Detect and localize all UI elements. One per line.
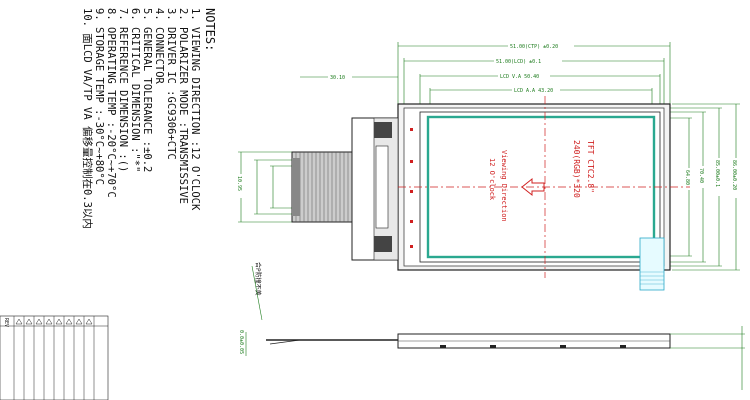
dim-label-bg [512,86,560,94]
side-view-marks [440,345,626,348]
note-5: 5. GENERAL TOLERANCE :±0.2 [141,8,153,172]
corner-tab-hatch [640,271,664,285]
dim-top-ctp: 51.00(CTP) ±0.20 [510,44,558,50]
notes-block: NOTES: 1. VIEWING DIRECTION :12 O'CLOCK … [81,8,217,229]
table-header: REV [3,318,9,327]
viewing-direction-label: Viewing Direction [500,150,508,222]
viewing-arrow-icon [521,177,545,197]
revision-triangle-icon [55,318,63,325]
fpc-tail [291,151,353,223]
revision-triangle-icon [85,318,93,325]
notes-title: NOTES: [203,8,217,51]
dim-connector: 10.95 [236,176,242,191]
connector-pad-bottom [374,236,392,252]
note-10: 10. 面LCD VA/TP VA 偏移量控制在0.3以内 [81,8,94,229]
connector-pad-top [374,122,392,138]
panel-model: TFT CTC2.8" [586,140,595,193]
panel-resolution: 240(RGB)*320 [572,140,581,198]
viewing-direction-value: 12 O'clock [488,158,496,201]
revision-triangle-icon [45,318,53,325]
note-1: 1. VIEWING DIRECTION :12 O'CLOCK [189,8,201,211]
tape-leader [251,265,263,321]
panel-label-group: TFT CTC2.8" 240(RGB)*320 [572,140,595,198]
fpc-stiffener [292,158,300,216]
revision-triangle-icon [25,318,33,325]
note-7: 7. REFERENCE DIMENSION :() [117,8,129,172]
dim-label-bg [508,42,574,50]
note-3: 3. DRIVER IC :GC9306+CTC [165,8,177,160]
side-dim-group: 0.0±0.05 [238,330,244,354]
dim-label-bg [498,72,550,80]
revision-triangle-icon [75,318,83,325]
component-markers [410,128,413,248]
top-dimensions [300,42,671,112]
note-4: 4. CONNECTOR [153,8,165,85]
dim-right-ctp: 86.00±0.20 [731,160,737,190]
revision-table: REV [0,315,109,400]
connector-slot [375,145,389,229]
revision-triangle-icon [35,318,43,325]
revision-triangle-icon [65,318,73,325]
note-6: 6. CRITICAL DIMENSION :"*" [129,8,141,172]
tape-label-group: 合P防撞不黄 [254,262,262,296]
dim-top-lcd: 51.00(LCD) ±0.1 [496,59,541,65]
dim-right-aa: 64.80 [684,170,690,185]
active-area [426,115,656,259]
left-dimensions [238,151,292,223]
note-2: 2. POLARIZER MODE :TRANSMISSIVE [177,8,189,204]
dim-label-bg [494,57,562,65]
dim-bottom-left: 0.0±0.05 [238,330,244,354]
note-9: 9. STORAGE TEMP :-30°C~+80°C [93,8,105,185]
side-view-right-dims [670,326,745,390]
dim-left-side: 30.10 [330,75,345,81]
tape-label: 合P防撞不黄 [254,262,262,296]
corner-tab [639,237,665,291]
side-view-fpc-bend [269,339,301,345]
revision-triangle-icon [15,318,23,325]
viewing-label-group: Viewing Direction 12 O'clock [488,150,508,222]
dim-right-va: 70.40 [698,168,704,183]
dim-right-lcd: 85.00±0.1 [714,160,720,187]
dim-top-va: LCD V.A 50.40 [500,74,539,80]
note-8: 8. OPERATING TEMP :-20°C~+70°C [105,8,117,198]
dim-top-aa: LCD A.A 43.20 [514,88,553,94]
dim-label-bg [328,73,352,81]
right-dimensions [654,103,740,271]
